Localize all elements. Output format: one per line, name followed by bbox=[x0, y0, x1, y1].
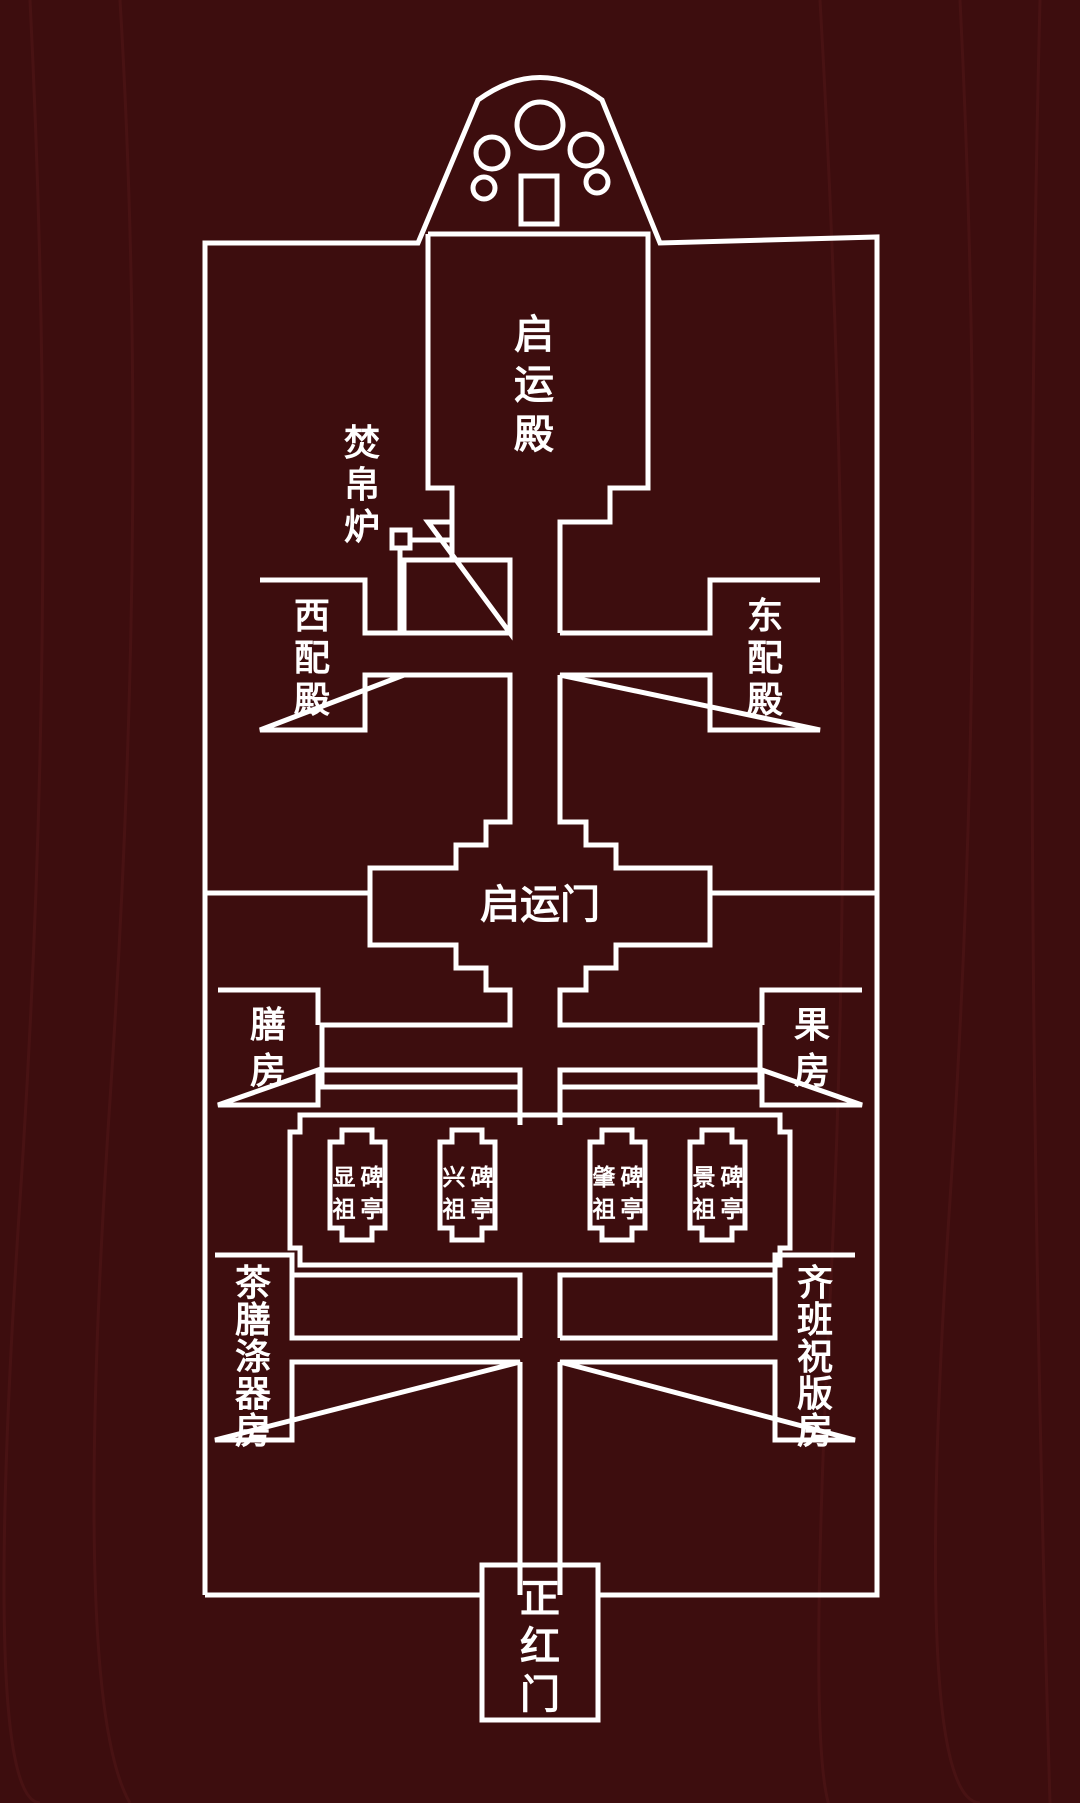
main-hall-label-text: 启运殿 bbox=[514, 312, 554, 458]
main-gate-label: 正红门 bbox=[520, 1576, 560, 1718]
stele-xianzu-label: 显祖碑亭 bbox=[333, 1164, 384, 1223]
tea-room bbox=[214, 1252, 521, 1443]
incinerator-label: 焚帛炉 bbox=[344, 423, 380, 548]
fruit-room-label: 果房 bbox=[794, 1005, 830, 1092]
west-lower-corridor bbox=[292, 1272, 523, 1338]
east-wing-wall bbox=[557, 675, 763, 1125]
east-side-hall-label: 东配殿 bbox=[747, 596, 783, 721]
kitchen-label: 膳房 bbox=[250, 1005, 286, 1092]
wood-grain bbox=[2, 0, 1052, 1803]
gate-label: 启运门 bbox=[480, 882, 600, 928]
west-side-hall bbox=[259, 577, 405, 733]
stele-zhaozu-label: 肇祖碑亭 bbox=[593, 1164, 644, 1223]
stele-enclosure bbox=[287, 1112, 793, 1268]
west-lower-wall bbox=[318, 1067, 523, 1110]
incinerator bbox=[389, 527, 413, 551]
stele-pavilions bbox=[327, 1127, 748, 1243]
tea-room-label: 茶膳涤器房 bbox=[235, 1263, 272, 1452]
west-wing-wall bbox=[319, 672, 523, 1125]
outer-wall bbox=[202, 75, 880, 1598]
west-corridor bbox=[401, 557, 513, 636]
stele-jingzu-label: 景祖碑亭 bbox=[693, 1164, 744, 1223]
kitchen-room bbox=[217, 987, 321, 1108]
east-lower-corridor bbox=[557, 1272, 775, 1338]
qiban-room-label: 齐班祝版房 bbox=[797, 1263, 833, 1452]
east-lower-wall bbox=[557, 1067, 762, 1110]
qiban-room bbox=[559, 1252, 856, 1443]
main-gate bbox=[479, 1562, 601, 1723]
fruit-room bbox=[759, 987, 863, 1108]
altar bbox=[470, 99, 611, 227]
stele-xingzu-label: 兴祖碑亭 bbox=[443, 1164, 494, 1223]
main-hall-body bbox=[425, 234, 455, 522]
east-side-hall bbox=[559, 577, 821, 733]
west-side-hall-label: 西配殿 bbox=[294, 596, 330, 721]
incinerator-wall bbox=[397, 537, 452, 633]
